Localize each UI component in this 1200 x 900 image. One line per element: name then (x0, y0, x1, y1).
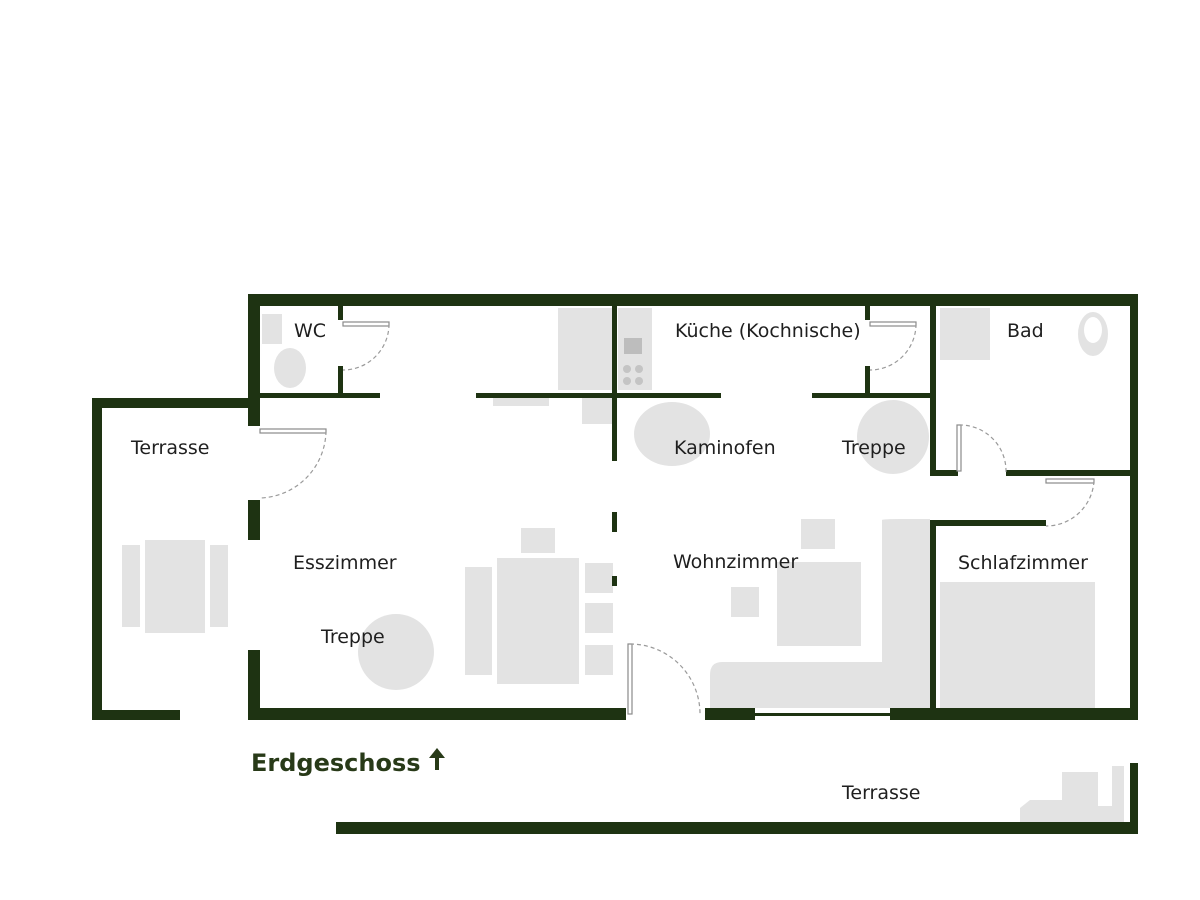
dining-table (497, 558, 579, 684)
label-treppe-upper: Treppe (841, 437, 906, 459)
room-label-terrasse-bottom: Terrasse (841, 782, 921, 804)
label-kaminofen: Kaminofen (674, 437, 776, 459)
walls (92, 294, 1138, 834)
wc-sink (262, 314, 282, 344)
terrace-bench-right (210, 545, 228, 627)
wc-toilet (274, 348, 306, 388)
dining-bench (465, 567, 492, 675)
furniture (122, 308, 1124, 822)
room-label-terrasse-left: Terrasse (130, 437, 210, 459)
terrace-table (145, 540, 205, 633)
room-label-kueche: Küche (Kochnische) (675, 320, 861, 342)
room-label-schlafzimmer: Schlafzimmer (958, 552, 1088, 574)
side-table (731, 587, 759, 617)
armchair (801, 519, 835, 549)
room-label-wohnzimmer: Wohnzimmer (673, 551, 798, 573)
kitchen-shelf (493, 398, 549, 406)
kitchen-cabinet (582, 398, 616, 424)
bath-tub (940, 308, 990, 360)
dining-chair (521, 528, 555, 553)
dining-chair (585, 563, 613, 593)
coffee-table (777, 562, 861, 646)
floor-title: Erdgeschoss (251, 749, 421, 777)
room-label-bad: Bad (1007, 320, 1044, 342)
room-label-esszimmer: Esszimmer (293, 552, 397, 574)
north-arrow-icon (429, 748, 445, 770)
bed (940, 582, 1095, 708)
terrace-furniture (1020, 766, 1124, 822)
room-label-wc: WC (294, 320, 326, 342)
spiral-stair-lower (358, 614, 434, 690)
spiral-stair-upper (857, 400, 929, 474)
kitchen-counter (558, 308, 614, 390)
dining-chair (585, 603, 613, 633)
dining-chair (585, 645, 613, 675)
corner-sofa (710, 519, 930, 708)
terrace-bench-left (122, 545, 140, 627)
doors (259, 321, 1095, 715)
cooktop-icon (624, 338, 642, 354)
label-treppe-lower: Treppe (320, 626, 385, 648)
fireplace (634, 402, 710, 466)
